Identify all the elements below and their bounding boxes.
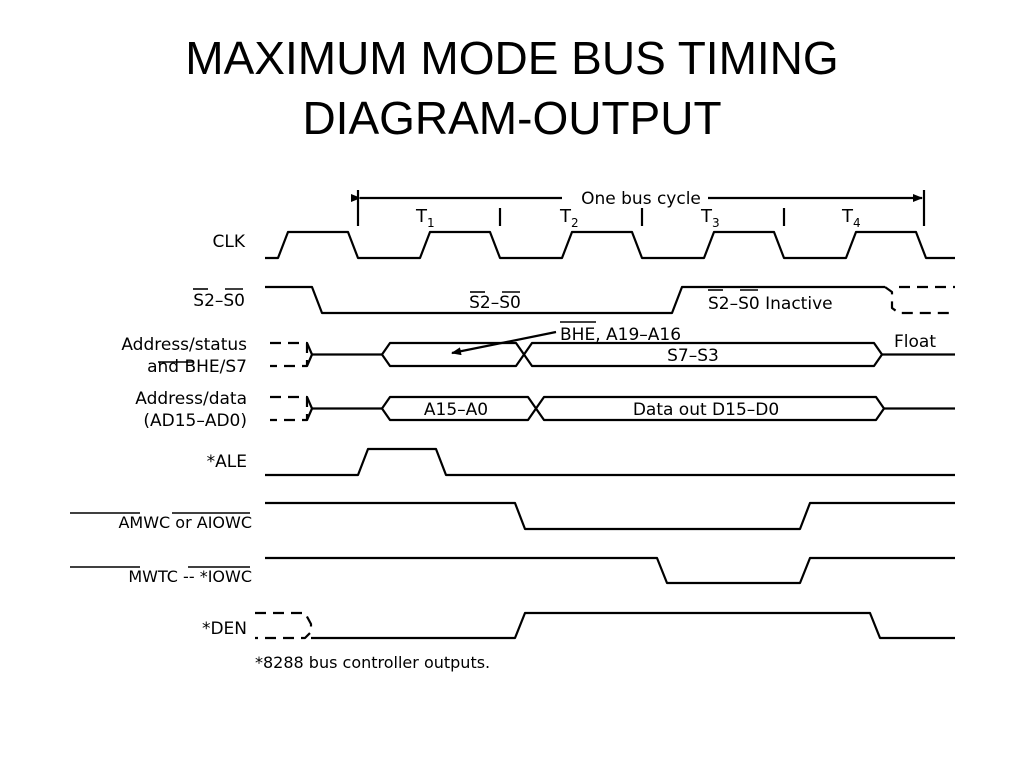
bus-cycle-label: One bus cycle: [581, 189, 701, 209]
status-active-text: S2–S0: [469, 293, 521, 313]
status-inactive-text: S2–S0 Inactive: [708, 294, 833, 314]
float-label: Float: [894, 332, 936, 352]
den-label: *DEN: [202, 619, 247, 639]
status-label: S2–S0: [193, 291, 245, 311]
t-state-labels: T1 T2 T3 T4: [415, 206, 861, 230]
data-out-text: Data out D15–D0: [633, 400, 779, 420]
address-status-waveform: [270, 330, 955, 368]
mwtc-waveform: [265, 556, 955, 585]
mwtc-label: MWTC -- *IOWC: [128, 567, 252, 586]
t3-label: T3: [700, 206, 720, 230]
bus-cycle-span: [351, 190, 926, 226]
clk-label: CLK: [213, 232, 246, 252]
status-waveform: [265, 285, 955, 315]
t1-label: T1: [415, 206, 435, 230]
address-data-waveform: [270, 395, 955, 422]
s7-s3-text: S7–S3: [667, 346, 719, 366]
address-status-label-line1: Address/status: [121, 335, 247, 355]
clk-waveform: [265, 230, 955, 260]
t4-label: T4: [841, 206, 861, 230]
title-line-1: MAXIMUM MODE BUS TIMING: [185, 32, 839, 84]
amwc-waveform: [265, 501, 955, 531]
footnote: *8288 bus controller outputs.: [255, 653, 490, 672]
a15-a0-text: A15–A0: [424, 400, 488, 420]
ale-waveform: [265, 447, 955, 477]
ale-label: *ALE: [207, 452, 247, 472]
slide-title: MAXIMUM MODE BUS TIMING DIAGRAM-OUTPUT: [0, 28, 1024, 148]
t2-label: T2: [559, 206, 579, 230]
address-data-label-line1: Address/data: [135, 389, 247, 409]
bhe-a19-a16-label: BHE, A19–A16: [560, 325, 681, 345]
amwc-label: AMWC or AIOWC: [118, 513, 252, 532]
address-status-label-line2: and BHE/S7: [147, 357, 247, 377]
den-waveform: [255, 611, 955, 640]
address-data-label-line2: (AD15–AD0): [143, 411, 247, 431]
title-line-2: DIAGRAM-OUTPUT: [302, 92, 722, 144]
overline-bars: [70, 288, 758, 568]
